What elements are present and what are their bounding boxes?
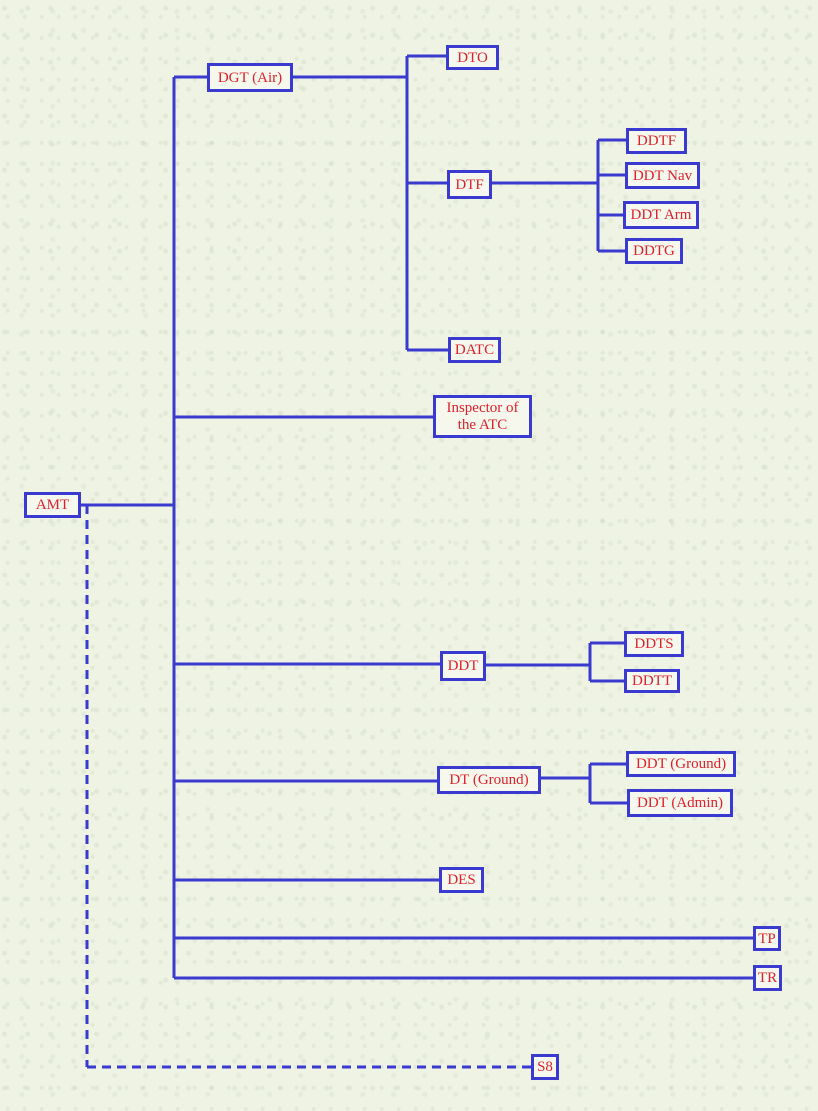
node-ddtt: DDTT xyxy=(624,669,680,693)
node-ddtg: DDTG xyxy=(625,238,683,264)
node-ddts: DDTS xyxy=(624,631,684,657)
node-ddt-admin: DDT (Admin) xyxy=(627,789,733,817)
node-ddt-arm: DDT Arm xyxy=(623,201,699,229)
node-ddt: DDT xyxy=(440,651,486,681)
node-ddtf: DDTF xyxy=(626,128,687,154)
node-ddt-nav: DDT Nav xyxy=(625,162,700,189)
node-dtf: DTF xyxy=(447,170,492,199)
node-amt: AMT xyxy=(24,492,81,518)
node-dto: DTO xyxy=(446,45,499,70)
node-dgt-air: DGT (Air) xyxy=(207,63,293,92)
node-s8: S8 xyxy=(531,1054,559,1080)
node-datc: DATC xyxy=(448,337,501,363)
node-des: DES xyxy=(439,867,484,893)
node-ddt-ground: DDT (Ground) xyxy=(626,751,736,777)
node-tp: TP xyxy=(753,926,781,951)
node-tr: TR xyxy=(753,965,782,991)
node-dt-ground: DT (Ground) xyxy=(437,766,541,794)
node-inspector-atc: Inspector of the ATC xyxy=(433,395,532,438)
